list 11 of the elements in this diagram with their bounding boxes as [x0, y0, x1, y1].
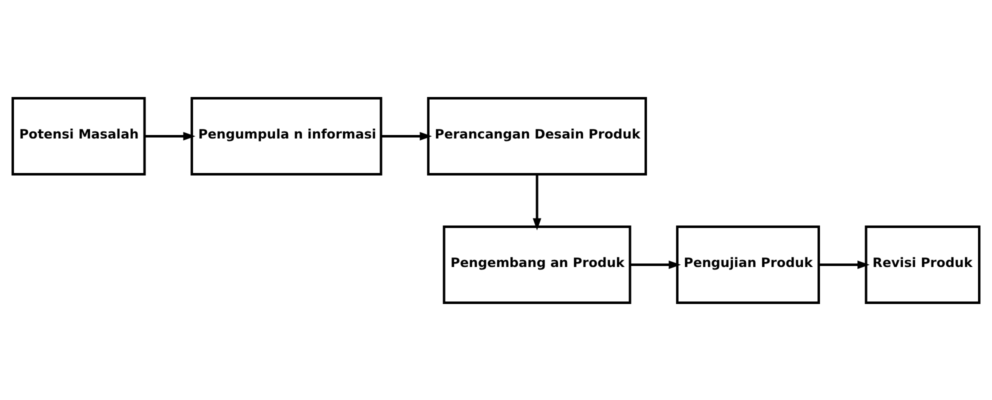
node-box: Pengumpula n informasi	[190, 96, 382, 175]
arrow	[144, 131, 196, 140]
node-box: Potensi Masalah	[12, 96, 146, 175]
node-box: Pengujian Produk	[676, 225, 820, 304]
arrow	[381, 131, 432, 140]
node-box: Perancangan Desain Produk	[427, 96, 647, 175]
node-box: Pengembang an Produk	[442, 225, 632, 304]
node-box: Revisi Produk	[864, 225, 980, 304]
arrow	[532, 174, 542, 230]
arrow	[630, 260, 681, 269]
arrow	[818, 260, 870, 269]
